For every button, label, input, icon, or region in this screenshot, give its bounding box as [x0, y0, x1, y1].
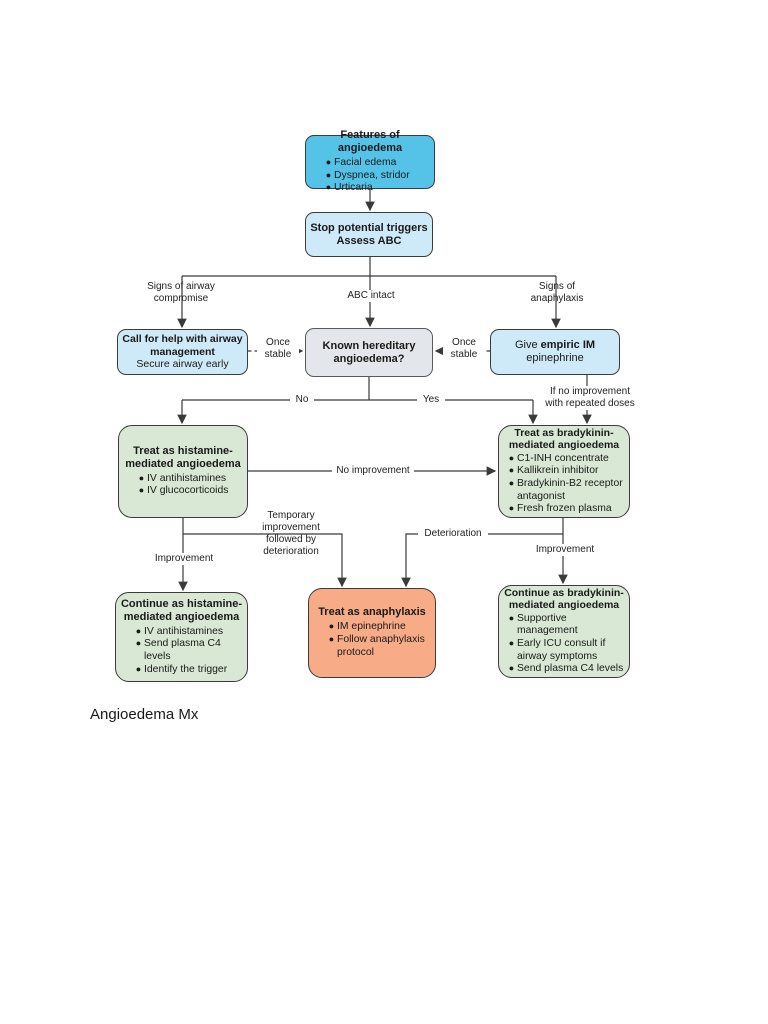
- title-line2: epinephrine: [526, 352, 584, 364]
- node-continue-histamine-mediated: Continue as histamine-mediated angioedem…: [115, 592, 248, 682]
- node-stop-triggers: Stop potential triggers Assess ABC: [305, 212, 433, 257]
- edge-label-once-stable-right: Once stable: [443, 337, 485, 361]
- bullet-item: ●Kallikrein inhibitor: [508, 465, 599, 477]
- node-title: Treat as histamine-mediated angioedema: [125, 444, 241, 470]
- bullet-item: ●IM epinephrine: [328, 621, 406, 633]
- edge-label-yes: Yes: [417, 394, 445, 406]
- node-treat-as-anaphylaxis: Treat as anaphylaxis ●IM epinephrine●Fol…: [308, 588, 436, 678]
- node-title: Continue as bradykinin-mediated angioede…: [504, 586, 624, 612]
- bullet-list: ●IV antihistamines●IV glucocorticoids: [122, 473, 244, 498]
- bullet-list: ●IM epinephrine●Follow anaphylaxis proto…: [312, 621, 432, 659]
- title-pre: Give: [514, 339, 538, 352]
- edge-label-signs-anaphylaxis: Signs of anaphylaxis: [530, 281, 584, 304]
- edge-label-once-stable-left: Once stable: [257, 337, 299, 361]
- edge-label-improvement-right: Improvement: [531, 544, 599, 556]
- bullet-list: ●Facial edema●Dyspnea, stridor●Urticaria: [309, 157, 431, 195]
- bullet-item: ●C1-INH concentrate: [508, 452, 609, 464]
- edge-label-deterioration: Deterioration: [418, 528, 488, 540]
- bullet-item: ●IV antihistamines: [138, 472, 227, 484]
- bullet-item: ●Fresh frozen plasma: [508, 503, 612, 515]
- bullet-list: ●Supportive management●Early ICU consult…: [502, 613, 626, 676]
- bullet-item: ●Supportive management: [508, 612, 578, 637]
- node-features-of-angioedema: Features of angioedema ●Facial edema●Dys…: [305, 129, 435, 193]
- edge-label-repeated-doses: If no improvement with repeated doses: [541, 386, 639, 410]
- bullet-item: ●Follow anaphylaxis protocol: [328, 634, 425, 658]
- node-treat-histamine-mediated: Treat as histamine-mediated angioedema ●…: [118, 425, 248, 518]
- edge-label-signs-airway-compromise: Signs of airway compromise: [147, 281, 215, 304]
- node-continue-bradykinin-mediated: Continue as bradykinin-mediated angioede…: [498, 585, 630, 678]
- node-title: Continue as histamine-mediated angioedem…: [120, 597, 243, 623]
- bullet-item: ●Dyspnea, stridor: [325, 169, 410, 181]
- edge-label-abc-intact: ABC intact: [342, 290, 400, 302]
- node-treat-bradykinin-mediated: Treat as bradykinin-mediated angioedema …: [498, 425, 630, 518]
- bullet-item: ●Bradykinin-B2 receptor antagonist: [508, 478, 623, 502]
- node-title: Features of angioedema: [337, 129, 403, 154]
- node-title: Give empiric IM epinephrine: [494, 339, 616, 365]
- node-title: Treat as anaphylaxis: [318, 606, 426, 619]
- edge-label-no: No: [290, 394, 314, 406]
- node-title: Stop potential triggers: [310, 221, 428, 234]
- edge-label-no-improvement: No improvement: [332, 465, 414, 477]
- node-known-hereditary-angioedema: Known hereditary angioedema?: [305, 328, 433, 377]
- bullet-item: ●IV antihistamines: [135, 625, 224, 637]
- node-title: Treat as bradykinin-mediated angioedema: [508, 426, 620, 452]
- edge-label-improvement-left: Improvement: [150, 553, 218, 565]
- bullet-list: ●C1-INH concentrate●Kallikrein inhibitor…: [502, 453, 626, 516]
- node-give-empiric-im-epinephrine: Give empiric IM epinephrine: [490, 329, 620, 375]
- bullet-item: ●Early ICU consult if airway symptoms: [508, 638, 606, 662]
- bullet-item: ●Urticaria: [325, 182, 373, 194]
- bullet-item: ●IV glucocorticoids: [138, 485, 229, 497]
- bullet-item: ●Identify the trigger: [135, 663, 228, 675]
- title-bold: empiric IM: [540, 339, 596, 352]
- edge-label-temporary-deterioration: Temporary improvement followed by deteri…: [262, 510, 320, 557]
- bullet-item: ●Send plasma C4 levels: [135, 638, 221, 662]
- node-subtitle: Secure airway early: [136, 358, 229, 371]
- node-title: Known hereditary angioedema?: [322, 339, 416, 365]
- bullet-item: ●Facial edema: [325, 156, 397, 168]
- node-title-line2: Assess ABC: [336, 234, 402, 247]
- bullet-list: ●IV antihistamines●Send plasma C4 levels…: [119, 626, 244, 677]
- node-call-for-help: Call for help with airway management Sec…: [117, 329, 248, 375]
- bullet-item: ●Send plasma C4 levels: [508, 663, 624, 675]
- node-title: Call for help with airway management: [122, 333, 243, 358]
- page-caption: Angioedema Mx: [90, 706, 199, 723]
